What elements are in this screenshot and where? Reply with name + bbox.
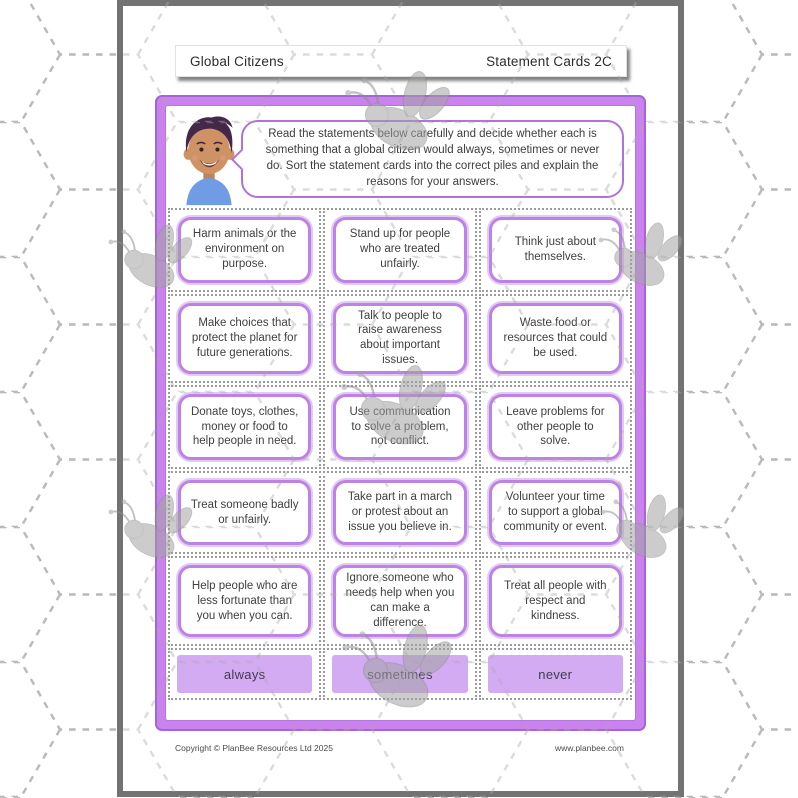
card-cell: Harm animals or the environment on purpo… bbox=[168, 208, 322, 292]
card-cell: Treat someone badly or unfairly. bbox=[168, 470, 322, 555]
card-cell: Treat all people with respect and kindne… bbox=[478, 556, 632, 646]
website-text: www.planbee.com bbox=[555, 743, 624, 753]
card-cell: Leave problems for other people to solve… bbox=[478, 385, 632, 469]
card-cell: Waste food or resources that could be us… bbox=[478, 293, 632, 384]
card-cell: Ignore someone who needs help when you c… bbox=[323, 556, 477, 646]
statement-card: Treat all people with respect and kindne… bbox=[488, 565, 622, 637]
card-cell: Take part in a march or protest about an… bbox=[323, 470, 477, 555]
pile-label-never: never bbox=[487, 655, 623, 693]
statement-card: Stand up for people who are treated unfa… bbox=[333, 217, 467, 283]
statement-card: Waste food or resources that could be us… bbox=[488, 302, 622, 375]
frame-inner: Read the statements below carefully and … bbox=[165, 105, 636, 721]
card-cell: Talk to people to raise awareness about … bbox=[323, 293, 477, 384]
instructions-text: Read the statements below carefully and … bbox=[265, 128, 600, 188]
card-cell: Think just about themselves. bbox=[478, 208, 632, 292]
worksheet-page: Global Citizens Statement Cards 2C bbox=[117, 0, 684, 797]
statement-card: Ignore someone who needs help when you c… bbox=[333, 565, 467, 637]
pile-label-always: always bbox=[177, 655, 313, 693]
statement-card: Volunteer your time to support a global … bbox=[488, 479, 622, 546]
statement-card: Talk to people to raise awareness about … bbox=[333, 302, 467, 375]
unit-title: Global Citizens bbox=[190, 53, 284, 69]
statement-card: Treat someone badly or unfairly. bbox=[178, 479, 312, 546]
purple-frame: Read the statements below carefully and … bbox=[155, 95, 646, 731]
copyright-text: Copyright © PlanBee Resources Ltd 2025 bbox=[175, 743, 333, 753]
statement-card: Take part in a march or protest about an… bbox=[333, 479, 467, 546]
page-footer: Copyright © PlanBee Resources Ltd 2025 w… bbox=[123, 743, 678, 757]
speech-bubble: Read the statements below carefully and … bbox=[230, 120, 624, 198]
statement-cards-grid: Harm animals or the environment on purpo… bbox=[167, 207, 633, 701]
label-cell: always bbox=[168, 648, 322, 700]
statement-card: Make choices that protect the planet for… bbox=[178, 302, 312, 375]
statement-card: Use communication to solve a problem, no… bbox=[333, 394, 467, 460]
pile-label-sometimes: sometimes bbox=[332, 655, 468, 693]
label-cell: never bbox=[478, 648, 632, 700]
statement-card: Leave problems for other people to solve… bbox=[488, 394, 622, 460]
header-bar: Global Citizens Statement Cards 2C bbox=[175, 45, 627, 77]
card-cell: Stand up for people who are treated unfa… bbox=[323, 208, 477, 292]
label-cell: sometimes bbox=[323, 648, 477, 700]
statement-card: Think just about themselves. bbox=[488, 217, 622, 283]
page-title: Statement Cards 2C bbox=[486, 53, 612, 69]
card-cell: Volunteer your time to support a global … bbox=[478, 470, 632, 555]
statement-card: Donate toys, clothes, money or food to h… bbox=[178, 394, 312, 460]
card-cell: Donate toys, clothes, money or food to h… bbox=[168, 385, 322, 469]
card-cell: Make choices that protect the planet for… bbox=[168, 293, 322, 384]
card-cell: Help people who are less fortunate than … bbox=[168, 556, 322, 646]
statement-card: Harm animals or the environment on purpo… bbox=[178, 217, 312, 283]
card-cell: Use communication to solve a problem, no… bbox=[323, 385, 477, 469]
statement-card: Help people who are less fortunate than … bbox=[178, 565, 312, 637]
